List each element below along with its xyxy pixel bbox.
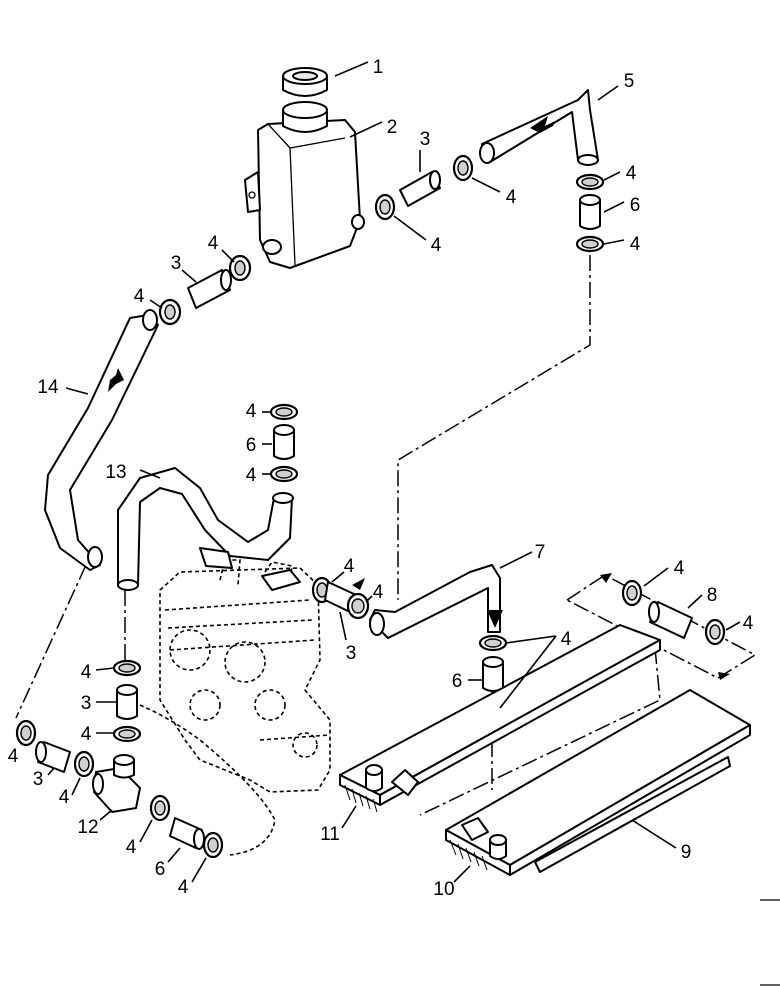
callout-4: 4: [8, 746, 19, 767]
callout-3: 3: [81, 693, 92, 714]
cooler-strip-9: [534, 756, 731, 873]
callout-4: 4: [208, 233, 219, 254]
hose-8: [600, 573, 730, 680]
callout-14: 14: [37, 377, 59, 398]
callout-4: 4: [246, 465, 257, 486]
callout-4: 4: [59, 787, 70, 808]
callout-4: 4: [630, 234, 641, 255]
callout-4: 4: [506, 187, 517, 208]
callout-4: 4: [431, 235, 442, 256]
callout-13: 13: [105, 462, 126, 483]
reservoir-cap: [282, 67, 328, 97]
callout-6: 6: [630, 195, 641, 216]
callout-4: 4: [743, 613, 754, 634]
callout-4: 4: [344, 556, 355, 577]
upper-hose: [479, 89, 599, 166]
callout-3: 3: [420, 129, 431, 150]
cooler-plate-10: [445, 689, 751, 876]
callout-4: 4: [178, 877, 189, 898]
callout-3: 3: [171, 253, 182, 274]
callout-6: 6: [246, 435, 257, 456]
callout-3: 3: [346, 643, 357, 664]
callout-6: 6: [155, 859, 166, 880]
callout-4: 4: [561, 629, 572, 650]
callout-12: 12: [77, 817, 98, 838]
callout-11: 11: [320, 824, 340, 845]
middle-fittings: [269, 403, 299, 483]
callout-6: 6: [452, 671, 463, 692]
callout-5: 5: [624, 71, 635, 92]
upper-fittings: [158, 154, 605, 326]
hose-13: [117, 467, 294, 591]
callout-4: 4: [81, 662, 92, 683]
callout-10: 10: [433, 879, 454, 900]
callout-4: 4: [126, 837, 137, 858]
callout-3: 3: [33, 769, 44, 790]
leader-lines: [47, 61, 741, 883]
callout-1: 1: [373, 57, 384, 78]
callout-labels: 1234454643441446413443748446434434124641…: [8, 57, 754, 900]
callout-4: 4: [134, 286, 145, 307]
callout-4: 4: [81, 724, 92, 745]
callout-4: 4: [373, 582, 384, 603]
callout-7: 7: [535, 542, 546, 563]
callout-4: 4: [246, 401, 257, 422]
callout-2: 2: [387, 117, 398, 138]
hose-14: [44, 309, 159, 571]
hose-7: [369, 564, 503, 639]
callout-4: 4: [626, 163, 637, 184]
coolant-reservoir: [244, 101, 365, 269]
lower-left-fittings: [15, 659, 224, 859]
engine-fittings: [311, 576, 370, 620]
callout-9: 9: [681, 842, 692, 863]
cooler-plate-11: [339, 624, 661, 813]
callout-8: 8: [707, 585, 718, 606]
engine-block: [139, 547, 331, 856]
callout-4: 4: [674, 558, 685, 579]
